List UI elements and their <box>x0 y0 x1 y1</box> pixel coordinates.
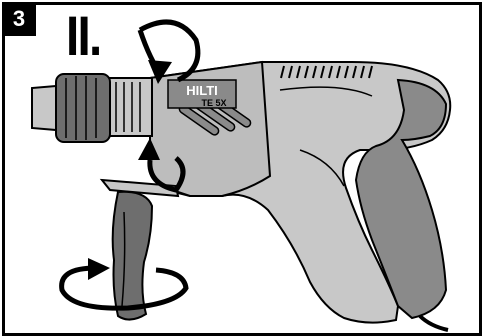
brand-text: HILTI <box>186 83 218 98</box>
model-text: TE 5X <box>201 98 226 108</box>
chuck-sleeve <box>56 74 110 142</box>
side-handle-grip <box>113 192 152 320</box>
chuck-collar <box>108 78 152 136</box>
chuck-nose <box>32 86 56 130</box>
power-cord <box>420 316 448 330</box>
